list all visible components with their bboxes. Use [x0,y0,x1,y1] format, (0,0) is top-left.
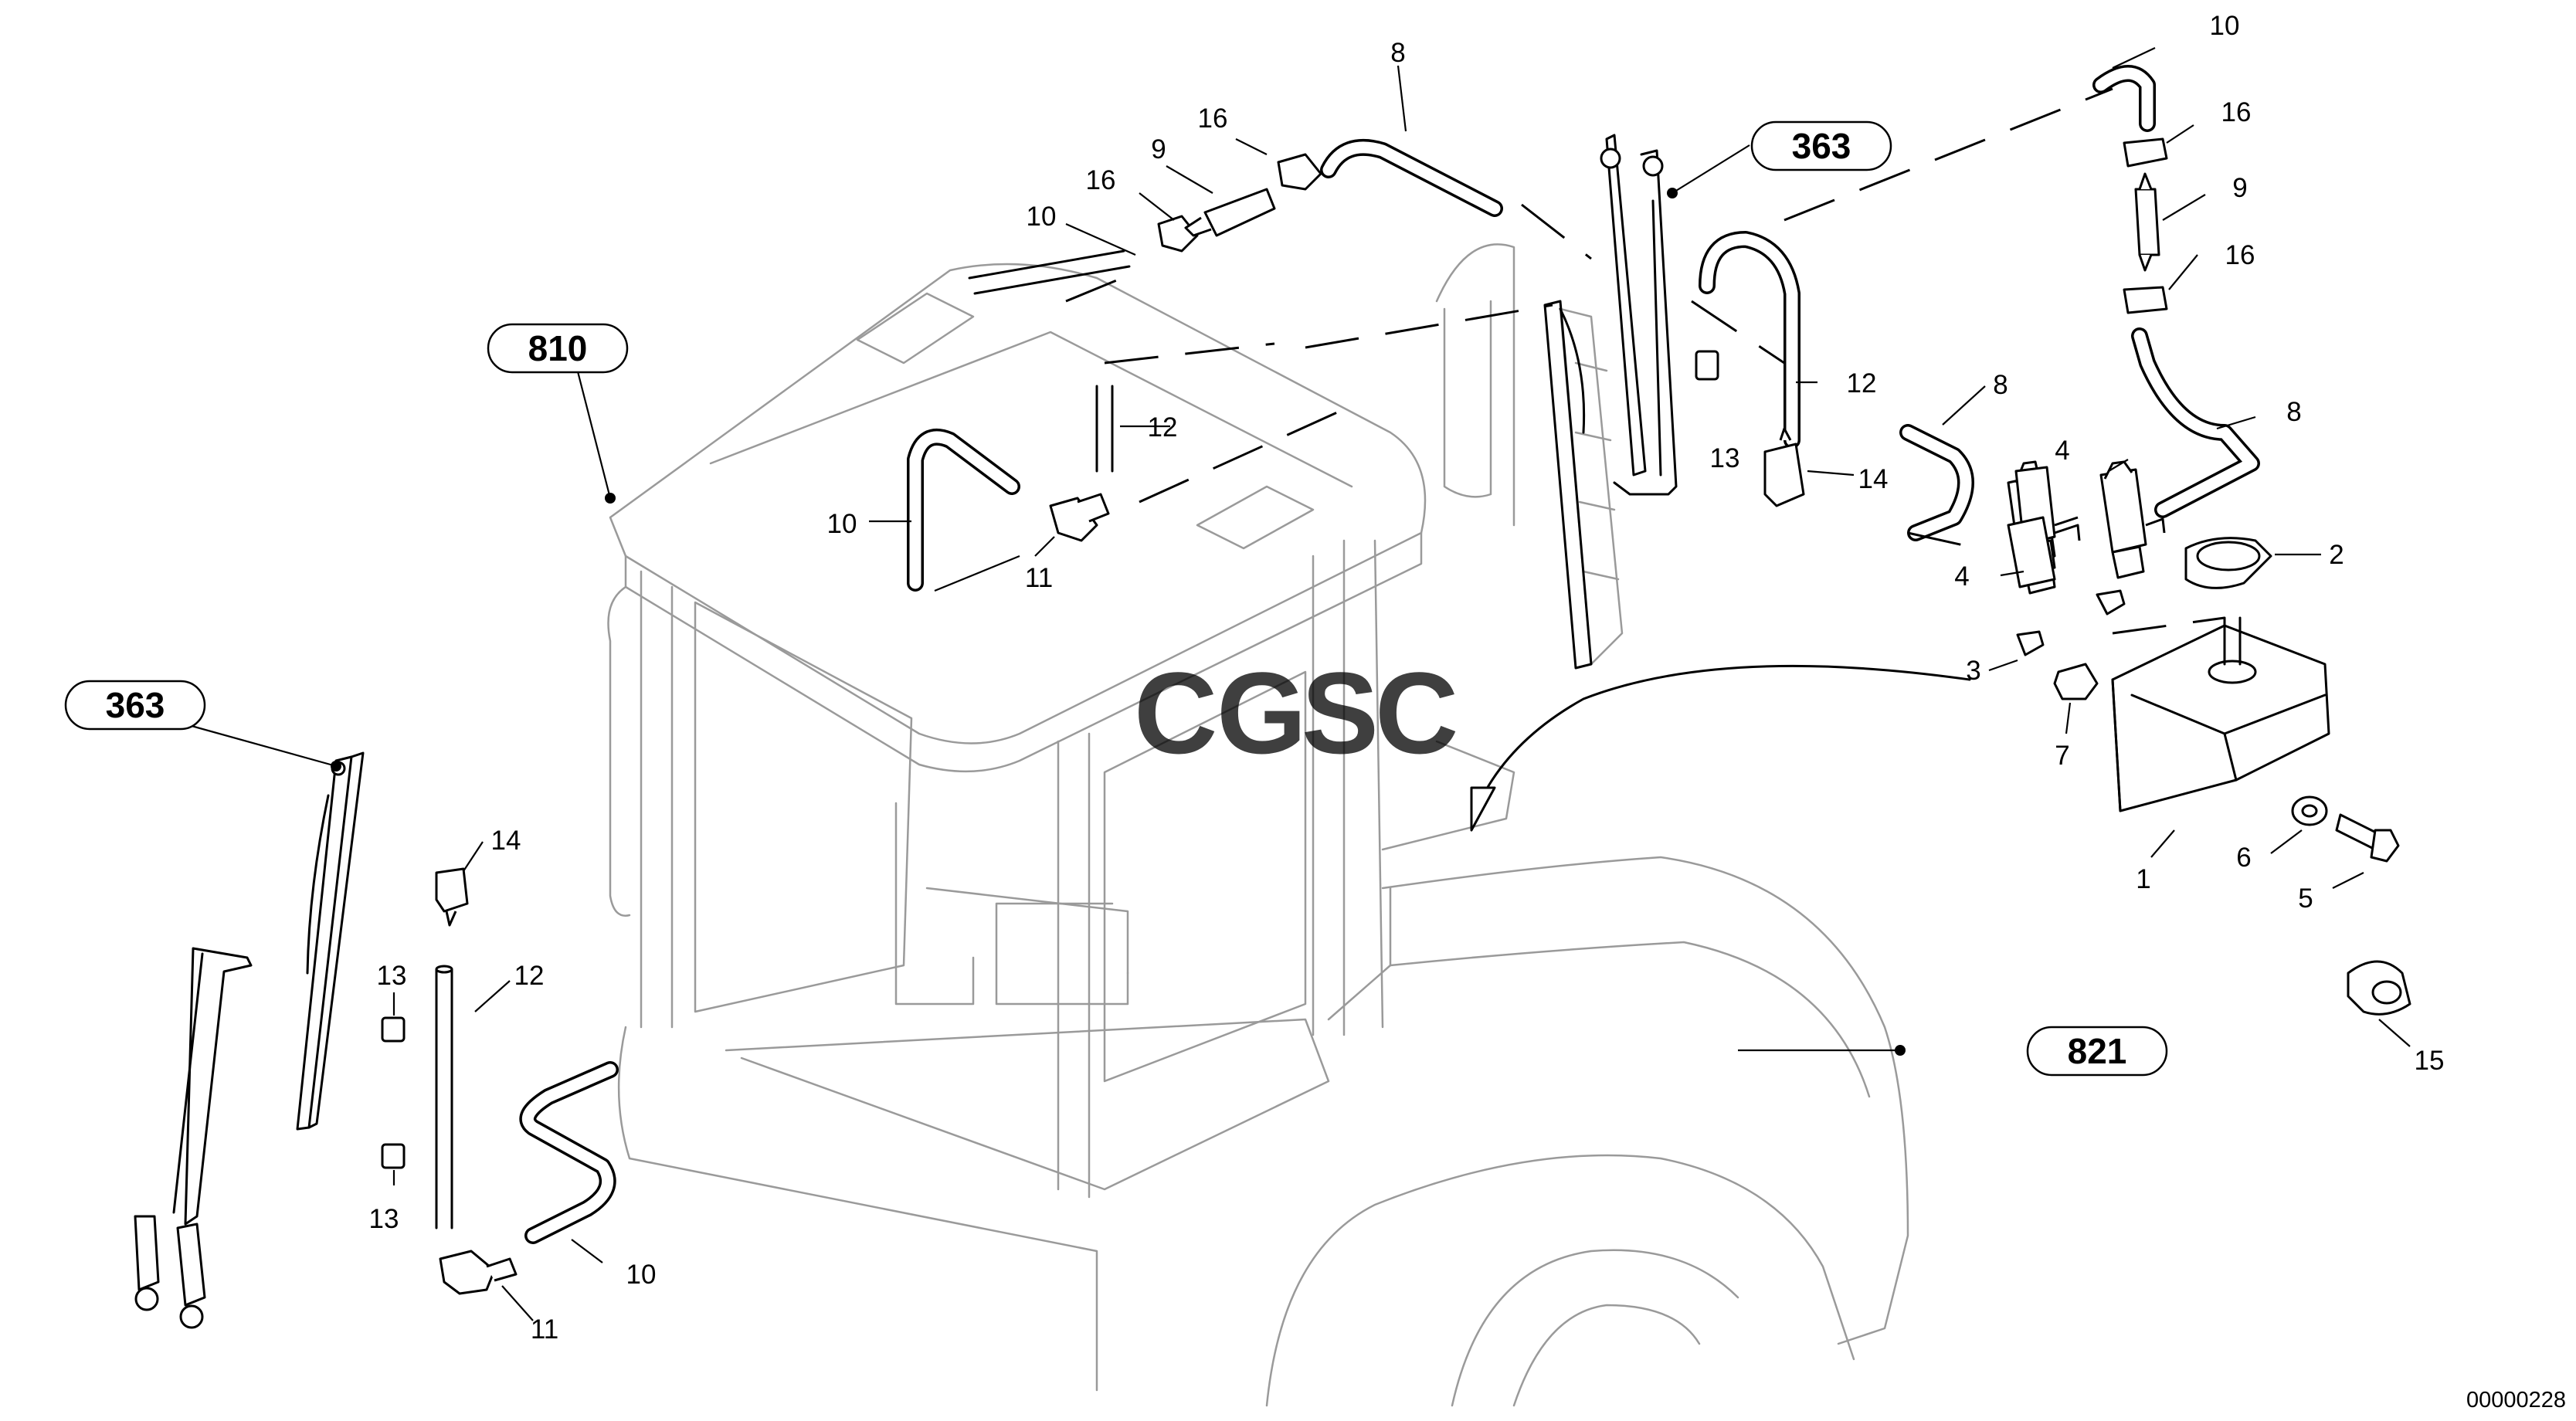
callout-3: 3 [1966,656,1980,686]
hose-sections [435,65,2260,1244]
callout-8c: 8 [2286,397,2301,427]
callout-14b: 14 [491,826,521,856]
watermark-letter-s: S [1302,648,1390,778]
drawing-code: 00000228 [2466,1388,2566,1413]
watermark-letter-c: C [1134,648,1228,778]
callout-9b: 9 [2232,173,2247,203]
svg-text:363: 363 [1792,126,1851,166]
callout-15: 15 [2415,1046,2445,1076]
group-label-821[interactable]: 821 [2026,1026,2168,1077]
callout-13c: 13 [369,1204,399,1234]
callout-11b: 11 [531,1314,558,1345]
watermark-letter-c2: C [1375,648,1469,778]
clamps-and-connectors [381,137,2411,1295]
svg-text:810: 810 [528,328,588,368]
wiper-arm-left [134,947,253,1329]
callout-12c: 12 [514,961,545,991]
leader-dots [331,188,1906,1056]
svg-text:821: 821 [2068,1031,2127,1071]
callout-12a: 12 [1148,412,1178,443]
callout-8b: 8 [1993,370,2008,400]
callout-10b: 10 [827,509,857,539]
wiper-blade-right [1543,300,1593,670]
callout-6: 6 [2236,843,2251,873]
callout-16d: 16 [2225,240,2255,270]
callout-12b: 12 [1847,368,1877,398]
callout-16a: 16 [1198,103,1228,134]
callout-10a: 10 [1027,202,1057,232]
part-callouts: 1 2 3 4 4 5 6 7 8 8 8 9 9 10 10 10 10 11… [369,11,2445,1345]
group-label-363-left[interactable]: 363 [64,680,206,731]
callout-9a: 9 [1151,134,1166,164]
callout-2: 2 [2329,540,2344,570]
group-label-810[interactable]: 810 [487,323,629,374]
callout-7: 7 [2055,741,2069,771]
callout-14a: 14 [1858,464,1889,494]
wiper-blade-left [296,751,365,1131]
callout-11a: 11 [1025,563,1053,593]
callout-4a: 4 [2055,436,2069,466]
callout-10c: 10 [2210,11,2240,41]
callout-10d: 10 [626,1260,657,1290]
callout-16b: 16 [1086,165,1116,195]
callout-8a: 8 [1390,38,1405,68]
assembly-lines [1065,87,2225,832]
wiper-arm-right [1600,134,1678,496]
svg-text:363: 363 [106,685,165,725]
watermark-letter-g: G [1217,648,1318,778]
cab-outline [607,243,1909,1407]
callout-4b: 4 [1954,561,1969,592]
callout-5: 5 [2298,883,2313,914]
callout-13a: 13 [1710,443,1740,473]
callout-1: 1 [2136,864,2150,894]
group-label-363-right[interactable]: 363 [1750,120,1892,171]
callout-13b: 13 [377,961,407,991]
cgsc-watermark: C G S C [1134,648,1469,778]
callout-16c: 16 [2221,97,2252,127]
